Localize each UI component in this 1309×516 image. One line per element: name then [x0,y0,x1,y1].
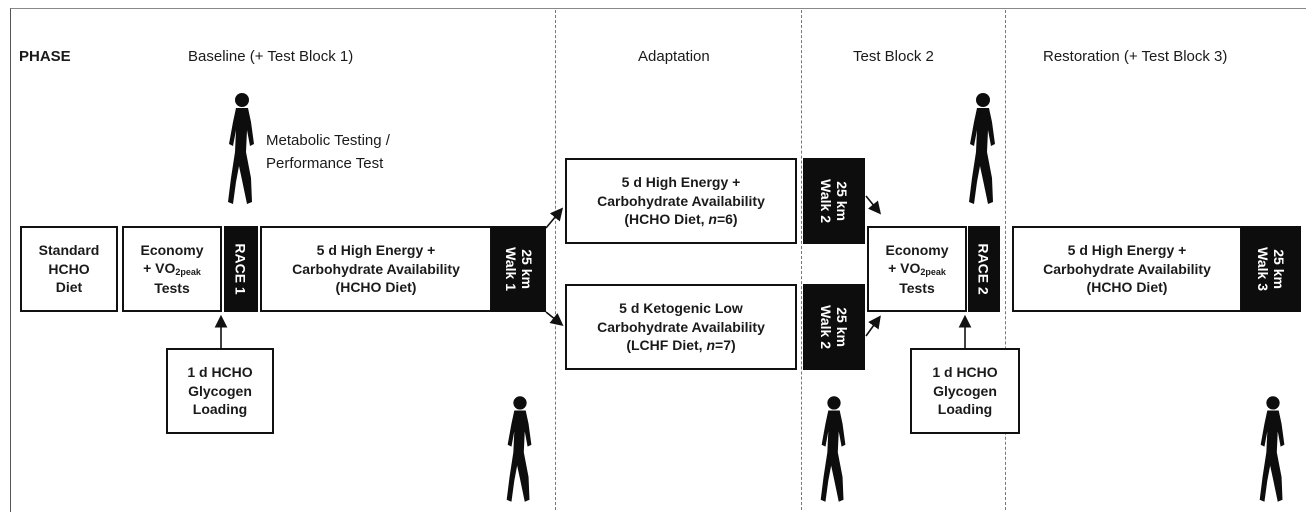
glycogen-line-2: Glycogen [188,382,252,399]
phase-title-restoration: Restoration (+ Test Block 3) [1043,48,1228,65]
walk-2-block-lchf: 25 km Walk 2 [803,284,865,370]
lchf-adapt-line-2: Carbohydrate Availability [597,318,765,335]
standard-diet-line-1: Standard [38,241,100,258]
arrow-lchf-to-test [865,315,881,337]
diagram-frame [10,8,1306,512]
economy-line-2: + VO2peak [143,260,201,278]
economy-line-3: Tests [154,279,190,296]
walker-silhouette-icon [1259,396,1285,502]
economy-line-1: Economy [140,241,204,258]
metabolic-testing-note: Metabolic Testing / Performance Test [266,130,390,175]
hcho-adapt-line-2: Carbohydrate Availability [597,192,765,209]
arrow-to-lchf-adaptation [545,311,564,326]
restoration-line-2: Carbohydrate Availability [1043,260,1211,277]
walk-1-block: 25 km Walk 1 [491,226,546,312]
athlete-silhouette-icon [969,93,995,204]
lchf-adapt-line-1: 5 d Ketogenic Low [619,299,743,316]
standard-diet-line-3: Diet [55,279,83,296]
phase-title-baseline: Baseline (+ Test Block 1) [188,48,354,65]
restoration-line-3: (HCHO Diet) [1086,279,1168,296]
economy-2-line-3: Tests [899,279,935,296]
hcho-adaptation-box: 5 d High Energy + Carbohydrate Availabil… [565,158,797,244]
hcho-adapt-line-3: (HCHO Diet, n=6) [624,211,738,228]
phase-divider-restoration [1005,10,1006,510]
glycogen-2-line-3: Loading [937,401,993,418]
standard-hcho-diet-box: Standard HCHO Diet [20,226,118,312]
hcho-adapt-line-1: 5 d High Energy + [621,173,741,190]
high-energy-line-3: (HCHO Diet) [335,279,417,296]
restoration-line-1: 5 d High Energy + [1067,241,1187,258]
arrow-hcho-to-test [865,195,882,215]
standard-diet-line-2: HCHO [48,260,90,277]
glycogen-line-3: Loading [192,401,248,418]
economy-2-line-1: Economy [885,241,949,258]
phase-divider-test-block-2 [801,10,802,510]
phase-title-test-block-2: Test Block 2 [853,48,934,65]
athlete-silhouette-icon [228,93,254,204]
phase-label: PHASE [19,48,71,65]
lchf-adapt-line-3: (LCHF Diet, n=7) [626,337,736,354]
high-energy-line-2: Carbohydrate Availability [292,260,460,277]
note-line-1: Metabolic Testing / [266,132,390,149]
economy-tests-box-1: Economy + VO2peak Tests [122,226,222,312]
glycogen-2-line-1: 1 d HCHO [932,363,998,380]
glycogen-2-line-2: Glycogen [933,382,997,399]
glycogen-line-1: 1 d HCHO [187,363,253,380]
arrow-to-hcho-adaptation [545,207,564,229]
glycogen-loading-box-1: 1 d HCHO Glycogen Loading [166,348,274,434]
lchf-adaptation-box: 5 d Ketogenic Low Carbohydrate Availabil… [565,284,797,370]
race-2-block: RACE 2 [968,226,1000,312]
walker-silhouette-icon [506,396,532,502]
economy-2-line-2: + VO2peak [888,260,946,278]
walker-silhouette-icon [820,396,846,502]
high-energy-diet-box-restoration: 5 d High Energy + Carbohydrate Availabil… [1012,226,1242,312]
phase-title-adaptation: Adaptation [638,48,710,65]
economy-tests-box-2: Economy + VO2peak Tests [867,226,967,312]
note-line-2: Performance Test [266,154,384,172]
glycogen-loading-box-2: 1 d HCHO Glycogen Loading [910,348,1020,434]
phase-divider-adaptation [555,10,556,510]
high-energy-line-1: 5 d High Energy + [316,241,436,258]
race-1-block: RACE 1 [224,226,258,312]
walk-2-block-hcho: 25 km Walk 2 [803,158,865,244]
walk-3-block: 25 km Walk 3 [1241,226,1301,312]
